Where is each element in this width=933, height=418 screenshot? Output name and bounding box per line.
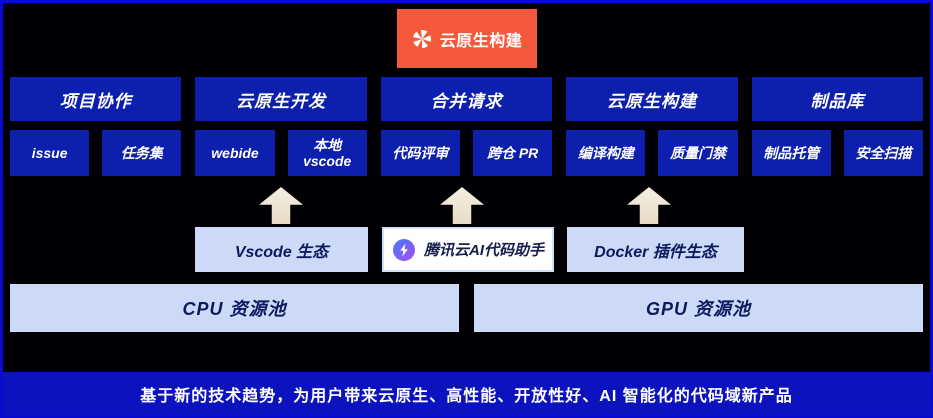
resource-pools: CPU 资源池 GPU 资源池 (10, 284, 923, 332)
tencent-ai-logo (392, 238, 415, 261)
vscode-ecosystem-box: Vscode 生态 (195, 227, 368, 272)
up-arrow-icon (259, 187, 303, 224)
eco-label: 腾讯云AI代码助手 (423, 242, 544, 259)
up-arrow-icon (440, 187, 484, 224)
column-header: 云原生构建 (566, 77, 738, 121)
eco-label: Vscode 生态 (234, 243, 329, 261)
column-artifact-repo: 制品库 制品托管 安全扫描 (751, 77, 924, 176)
feature-box: webide (195, 130, 275, 176)
column-header: 项目协作 (10, 77, 182, 121)
docker-ecosystem-box: Docker 插件生态 (567, 227, 744, 272)
feature-box: issue (10, 130, 90, 176)
cpu-pool-box: CPU 资源池 (10, 284, 459, 332)
column-header: 云原生开发 (195, 77, 367, 121)
up-arrow-icon (627, 187, 671, 224)
footer-banner: 基于新的技术趋势，为用户带来云原生、高性能、开放性好、AI 智能化的代码域新产品 (3, 372, 930, 415)
capability-columns: 项目协作 issue 任务集 云原生开发 webide 本地 vscode 合并… (10, 77, 924, 176)
feature-box: 安全扫描 (843, 130, 924, 176)
gpu-pool-box: GPU 资源池 (474, 284, 923, 332)
cloud-native-build-badge: 云原生构建 (396, 9, 537, 68)
column-cloud-dev: 云原生开发 webide 本地 vscode (195, 77, 367, 176)
column-project-collab: 项目协作 issue 任务集 (10, 77, 182, 176)
feature-box: 任务集 (102, 130, 182, 176)
column-merge-request: 合并请求 代码评审 跨仓 PR (380, 77, 553, 176)
feature-box: 编译构建 (566, 130, 646, 176)
tencent-ai-assistant-box: 腾讯云AI代码助手 (382, 227, 554, 272)
badge-label: 云原生构建 (439, 32, 523, 50)
column-cloud-build: 云原生构建 编译构建 质量门禁 (566, 77, 738, 176)
feature-box: 本地 vscode (287, 130, 367, 176)
feature-box: 制品托管 (751, 130, 831, 176)
eco-label: Docker 插件生态 (594, 243, 717, 261)
column-header: 合并请求 (380, 77, 553, 121)
feature-box: 跨仓 PR (473, 130, 553, 176)
feature-box: 代码评审 (380, 130, 461, 176)
feature-box: 质量门禁 (658, 130, 738, 176)
pinwheel-icon (412, 29, 431, 48)
column-header: 制品库 (751, 77, 924, 121)
